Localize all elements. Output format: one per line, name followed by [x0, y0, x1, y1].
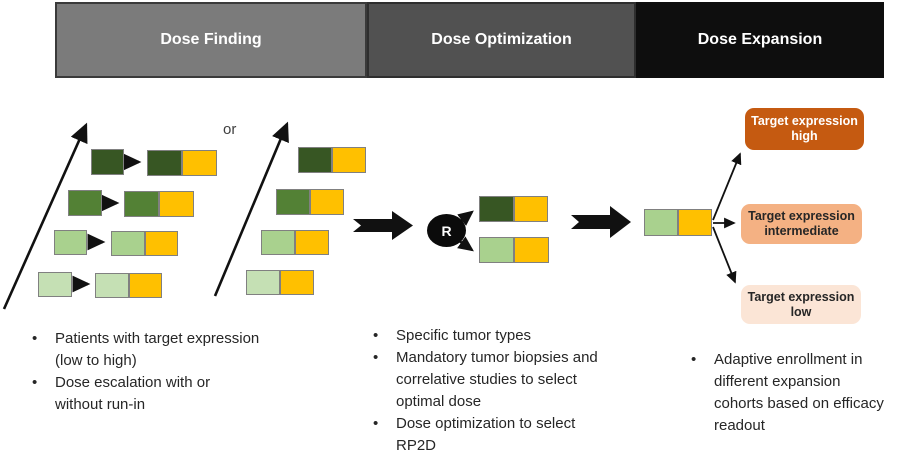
dose-box-level4: [91, 149, 124, 175]
combo-pair-level4: [298, 147, 366, 173]
cohort-target-expression-low: Target expression low: [741, 285, 861, 324]
combo-agent-box: [513, 196, 548, 222]
dose-box-level1: [38, 272, 72, 297]
combo-pair-level3: [276, 189, 344, 215]
dose-box-level3: [68, 190, 102, 216]
combo-agent-box: [310, 189, 344, 215]
dose-box: [124, 191, 159, 217]
dose-box: [147, 150, 182, 176]
dose-box: [644, 209, 678, 236]
dose-box: [298, 147, 332, 173]
note-item: Mandatory tumor biopsies and correlative…: [371, 347, 603, 413]
phase-transition-arrow-2: [571, 206, 631, 238]
combo-agent-box: [128, 273, 162, 298]
combo-pair-level2: [261, 230, 329, 255]
expansion-branch-arrow-high: [712, 152, 742, 221]
combo-agent-box: [182, 150, 217, 176]
cohort-label: Target expression high: [751, 114, 858, 143]
randomized-arm-low-dose: [479, 237, 549, 263]
phase-header-dose-optimization: Dose Optimization: [367, 2, 636, 78]
phase-transition-arrow-1: [353, 211, 413, 240]
dose-box: [111, 231, 145, 256]
phase-label: Dose Finding: [160, 31, 262, 48]
combo-pair-level4: [147, 150, 217, 176]
combo-agent-box: [295, 230, 329, 255]
dose-box: [479, 196, 514, 222]
combo-pair-level2: [111, 231, 178, 256]
note-item: Patients with target expression (low to …: [30, 328, 262, 372]
combo-pair-level1: [246, 270, 314, 295]
phase-label: Dose Expansion: [697, 31, 823, 48]
combo-agent-box: [332, 147, 366, 173]
note-item: Adaptive enrollment in different expansi…: [689, 349, 889, 437]
cohort-label: Target expression low: [747, 289, 855, 319]
randomization-node: R: [427, 214, 466, 247]
selected-dose-pair: [644, 209, 712, 236]
note-item: Dose escalation with or without run-in: [30, 372, 260, 416]
dose-box: [246, 270, 280, 295]
combo-pair-level3: [124, 191, 194, 217]
note-item: Specific tumor types: [371, 325, 603, 347]
or-label: or: [223, 121, 237, 138]
dose-box: [276, 189, 310, 215]
cohort-target-expression-high: Target expression high: [745, 108, 864, 150]
dose-optimization-notes: Specific tumor types Mandatory tumor bio…: [371, 325, 603, 455]
phase-label: Dose Optimization: [431, 31, 572, 48]
dose-finding-notes: Patients with target expression (low to …: [30, 328, 262, 416]
combo-agent-box: [514, 237, 549, 263]
dose-box-level2: [54, 230, 87, 255]
combo-agent-box: [159, 191, 194, 217]
combo-agent-box: [678, 209, 712, 236]
combo-agent-box: [280, 270, 314, 295]
randomization-label: R: [441, 222, 452, 239]
dose-expansion-notes: Adaptive enrollment in different expansi…: [689, 349, 889, 437]
dose-box: [261, 230, 295, 255]
phase-header-dose-finding: Dose Finding: [55, 2, 367, 78]
combo-agent-box: [144, 231, 178, 256]
cohort-label: Target expression intermediate: [748, 209, 855, 238]
dose-box: [479, 237, 514, 263]
phase-header-dose-expansion: Dose Expansion: [636, 2, 884, 78]
cohort-target-expression-intermediate: Target expression intermediate: [741, 204, 862, 244]
randomized-arm-high-dose: [479, 196, 548, 222]
dose-box: [95, 273, 129, 298]
expansion-branch-arrow-low: [712, 226, 737, 284]
combo-pair-level1: [95, 273, 162, 298]
note-item: Dose optimization to select RP2D: [371, 413, 603, 455]
